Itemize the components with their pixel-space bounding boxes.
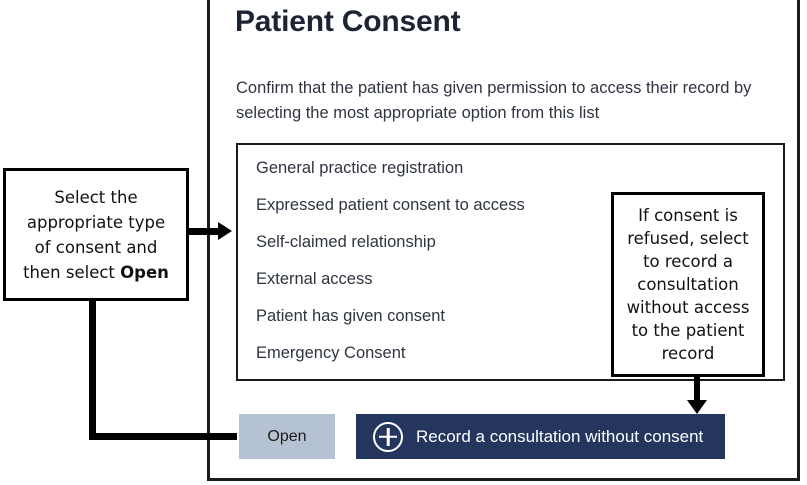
- connector-left-vertical: [89, 298, 96, 440]
- annotation-left-line4-bold: Open: [120, 262, 169, 282]
- arrow-right-icon: [218, 222, 232, 240]
- panel-description: Confirm that the patient has given permi…: [236, 79, 752, 122]
- list-item[interactable]: Emergency Consent: [256, 344, 406, 362]
- annotation-left-line4-prefix: then select: [23, 262, 121, 282]
- annotation-left-line2: appropriate type: [26, 212, 166, 232]
- open-button[interactable]: Open: [239, 414, 335, 459]
- list-item[interactable]: External access: [256, 270, 373, 288]
- plus-circle-icon: [373, 421, 403, 452]
- annotation-callout-right: If consent is refused, select to record …: [611, 192, 765, 377]
- connector-left-horizontal: [186, 228, 220, 235]
- annotation-right-text: If consent is refused, select to record …: [626, 206, 750, 363]
- open-button-label: Open: [267, 427, 307, 445]
- connector-left-to-open: [89, 433, 237, 440]
- list-item[interactable]: Expressed patient consent to access: [256, 196, 525, 214]
- page-title: Patient Consent: [235, 5, 461, 38]
- annotation-left-text: Select the appropriate type of consent a…: [17, 185, 175, 285]
- arrow-down-icon: [687, 400, 707, 414]
- record-button-label: Record a consultation without consent: [416, 426, 704, 446]
- list-item[interactable]: Patient has given consent: [256, 307, 445, 325]
- annotation-left-line3: of consent and: [34, 237, 158, 257]
- list-item[interactable]: General practice registration: [256, 159, 464, 177]
- record-consultation-without-consent-button[interactable]: Record a consultation without consent: [356, 414, 725, 459]
- list-item[interactable]: Self-claimed relationship: [256, 233, 436, 251]
- annotation-callout-left: Select the appropriate type of consent a…: [3, 168, 189, 301]
- annotation-left-line1: Select the: [54, 187, 138, 207]
- connector-right-vertical: [694, 374, 700, 402]
